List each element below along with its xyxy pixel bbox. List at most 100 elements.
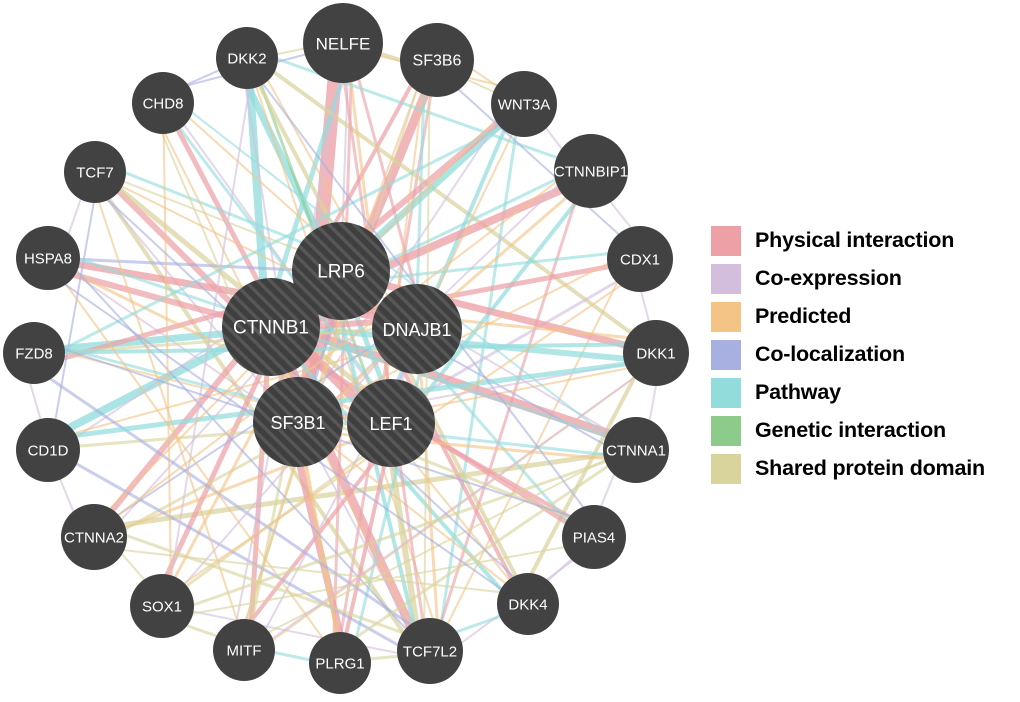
edge-pathway (33, 342, 657, 355)
node-label-lef1: LEF1 (369, 414, 412, 434)
edge-co-expression (87, 176, 296, 426)
node-label-sox1: SOX1 (142, 599, 182, 616)
legend-swatch-physical-interaction (711, 226, 741, 256)
legend-swatch-shared-protein-domain (711, 454, 741, 484)
node-circle-wnt3a (491, 71, 557, 137)
node-sf3b6[interactable]: SF3B6 (400, 23, 474, 97)
edge-shared-protein-domain (332, 446, 636, 655)
legend-swatch-co-expression (711, 264, 741, 294)
node-label-tcf7l2: TCF7L2 (403, 644, 457, 661)
edge-shared-protein-domain (248, 52, 659, 354)
edge-shared-protein-domain (163, 540, 595, 620)
node-label-chd8: CHD8 (143, 96, 184, 113)
edge-predicted (432, 253, 633, 654)
node-label-sf3b1: SF3B1 (270, 413, 325, 433)
node-fzd8[interactable]: FZD8 (3, 322, 65, 384)
edge-predicted (416, 328, 441, 651)
node-circle-dkk4 (497, 573, 559, 635)
node-circle-fzd8 (3, 322, 65, 384)
node-ctnnbip1[interactable]: CTNNBIP1 (554, 134, 628, 208)
node-circle-hspa8 (16, 226, 80, 290)
edge-co-localization (90, 319, 412, 534)
node-sox1[interactable]: SOX1 (130, 574, 194, 638)
node-dnajb1[interactable]: DNAJB1 (372, 284, 462, 374)
node-circle-pias4 (562, 505, 626, 569)
node-label-dkk4: DKK4 (508, 597, 547, 614)
node-dkk1[interactable]: DKK1 (623, 320, 689, 386)
edge-co-localization (431, 64, 644, 257)
node-circle-dkk2 (216, 27, 278, 89)
edge-co-localization (49, 172, 101, 451)
edge-physical-interaction (430, 168, 587, 653)
edge-co-localization (25, 361, 438, 644)
node-ctnna1[interactable]: CTNNA1 (603, 417, 669, 483)
node-tcf7[interactable]: TCF7 (64, 141, 126, 203)
legend-label-co-localization: Co-localization (755, 342, 905, 367)
legend-row-predicted[interactable]: Predicted (711, 298, 1016, 336)
legend-row-pathway[interactable]: Pathway (711, 374, 1016, 412)
node-sf3b1[interactable]: SF3B1 (253, 377, 343, 467)
edge-predicted (298, 419, 531, 603)
edge-pathway (341, 248, 640, 285)
node-label-ctnna1: CTNNA1 (606, 443, 666, 460)
legend-row-physical-interaction[interactable]: Physical interaction (711, 222, 1016, 260)
node-label-wnt3a: WNT3A (498, 97, 551, 114)
node-plrg1[interactable]: PLRG1 (309, 632, 371, 694)
node-circle-mitf (213, 619, 275, 681)
node-ctnnb1[interactable]: CTNNB1 (222, 278, 320, 376)
node-label-dkk2: DKK2 (227, 51, 266, 68)
legend-swatch-predicted (711, 302, 741, 332)
legend-swatch-co-localization (711, 340, 741, 370)
node-lef1[interactable]: LEF1 (347, 379, 435, 467)
node-label-pias4: PIAS4 (573, 530, 616, 547)
edge-shared-protein-domain (164, 449, 637, 617)
node-label-ctnnb1: CTNNB1 (233, 318, 309, 339)
node-label-dnajb1: DNAJB1 (382, 320, 451, 340)
node-wnt3a[interactable]: WNT3A (491, 71, 557, 137)
node-label-ctnnbip1: CTNNBIP1 (554, 164, 628, 181)
node-cdx1[interactable]: CDX1 (607, 226, 673, 292)
legend-row-co-localization[interactable]: Co-localization (711, 336, 1016, 374)
node-nelfe[interactable]: NELFE (303, 3, 383, 83)
node-circle-dkk1 (623, 320, 689, 386)
node-circle-lrp6 (292, 222, 390, 320)
edge-co-expression (247, 357, 661, 657)
node-label-hspa8: HSPA8 (24, 251, 72, 268)
node-circle-lef1 (347, 379, 435, 467)
node-dkk2[interactable]: DKK2 (216, 27, 278, 89)
node-ctnna2[interactable]: CTNNA2 (61, 504, 127, 570)
node-cd1d[interactable]: CD1D (16, 418, 80, 482)
node-label-plrg1: PLRG1 (315, 656, 364, 673)
legend-label-co-expression: Co-expression (755, 266, 902, 291)
node-mitf[interactable]: MITF (213, 619, 275, 681)
edge-pathway (249, 47, 592, 172)
node-circle-ctnnb1 (222, 278, 320, 376)
node-lrp6[interactable]: LRP6 (292, 222, 390, 320)
edge-pathway (45, 357, 658, 442)
node-hspa8[interactable]: HSPA8 (16, 226, 80, 290)
node-circle-ctnna1 (603, 417, 669, 483)
node-dkk4[interactable]: DKK4 (497, 573, 559, 635)
node-circle-cdx1 (607, 226, 673, 292)
node-tcf7l2[interactable]: TCF7L2 (397, 618, 463, 684)
legend-row-shared-protein-domain[interactable]: Shared protein domain (711, 450, 1016, 488)
edge-pathway (160, 103, 400, 419)
edge-pathway (168, 93, 633, 457)
edge-shared-protein-domain (516, 348, 651, 601)
node-pias4[interactable]: PIAS4 (562, 505, 626, 569)
node-circle-chd8 (132, 72, 194, 134)
legend-row-co-expression[interactable]: Co-expression (711, 260, 1016, 298)
edge-pathway (435, 103, 523, 653)
node-circle-cd1d (16, 418, 80, 482)
legend-swatch-genetic-interaction (711, 416, 741, 446)
legend-row-genetic-interaction[interactable]: Genetic interaction (711, 412, 1016, 450)
node-circle-sox1 (130, 574, 194, 638)
edge-co-expression (161, 604, 429, 661)
edge-pathway (37, 112, 530, 363)
node-chd8[interactable]: CHD8 (132, 72, 194, 134)
node-circle-plrg1 (309, 632, 371, 694)
